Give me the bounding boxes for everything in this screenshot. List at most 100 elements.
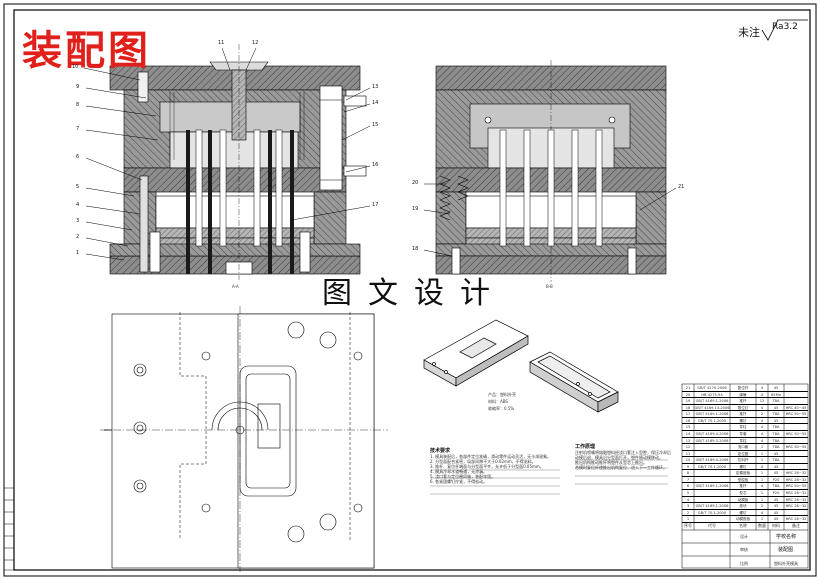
bom-cell: 16 (685, 418, 691, 423)
bom-cell: GB/T 4169.1-2006 (695, 412, 729, 417)
bom-cell: 螺钉 (739, 464, 747, 469)
surface-note: 未注 (738, 26, 760, 39)
bom-cell: T8A (772, 431, 780, 436)
bom-cell: GB/T 4169.1-2006 (695, 399, 729, 404)
bom-header-remark: 备注 (792, 523, 800, 528)
isometric-part-bottom (529, 351, 619, 413)
callout-2: 2 (76, 234, 80, 240)
bom-cell: 4 (760, 392, 764, 397)
bom-cell (784, 392, 808, 398)
bom-cell: 45 (773, 517, 779, 522)
roughness-value: Ra3.2 (772, 22, 798, 32)
callout-17: 17 (372, 202, 379, 208)
designer-label: 设计 (740, 534, 748, 539)
bom-header-name: 名称 (739, 523, 747, 528)
bom-cell (694, 470, 730, 476)
bom-cell: HRC 28~32 (785, 471, 807, 476)
tech-notes: 技术要求 1. 模具装配后，各部件定位准确，滑动零件运动灵活，无卡滞现象。 2.… (430, 448, 564, 484)
leader-lines-left (83, 47, 371, 261)
bom-cell: 4 (760, 484, 764, 489)
bom-cell: 型芯 (739, 491, 747, 495)
bom-cell (784, 457, 808, 463)
bom-cell: 推杆 (739, 484, 747, 489)
bom-cell: 1 (760, 491, 764, 495)
bom-cell (784, 424, 808, 430)
callout-10: 10 (72, 64, 79, 70)
product-name: 产品：塑料外壳 (488, 392, 516, 397)
tech-note-1: 1. 模具装配后，各部件定位准确，滑动零件运动灵活，无卡滞现象。 (430, 454, 552, 459)
bom-cell: 2 (760, 504, 764, 509)
callout-3: 3 (76, 218, 80, 224)
roughness-symbol (761, 19, 808, 41)
bom-cell: 动模板 (737, 497, 749, 502)
bom-cell: P20 (772, 477, 780, 482)
callout-18: 18 (412, 246, 419, 252)
bom-cell: 4 (760, 418, 764, 423)
bom-cell: GB/T 4169.4-2006 (695, 431, 729, 436)
bom-cell: 45 (773, 497, 779, 502)
callout-14: 14 (372, 100, 379, 106)
bom-header-code: 代号 (708, 523, 716, 528)
callout-9: 9 (76, 84, 80, 90)
callout-19: 19 (412, 206, 419, 212)
callout-13: 13 (372, 84, 379, 90)
bom-cell: 21 (685, 386, 691, 390)
bom-cell: 12 (759, 399, 765, 404)
bom-cell (694, 490, 730, 496)
bom-cell: GB/T 4170-2006 (697, 386, 727, 390)
bom-cell: HRC 28~32 (785, 491, 807, 495)
work-line-2: 动模后退，模具沿分型面打开，塑件随动模移动。 (575, 455, 663, 460)
bom-cell: 20 (685, 392, 691, 397)
callout-7: 7 (76, 126, 80, 132)
bom-cell (784, 464, 808, 470)
bom-header-no: 序号 (684, 523, 692, 528)
scale-label: 比例 (740, 561, 748, 566)
bom-cell: 2 (760, 412, 764, 417)
bom-cell: P20 (772, 491, 780, 495)
plan-view (100, 306, 388, 572)
view-label-right: B-B (546, 284, 553, 289)
tech-note-4: 4. 模具冷却水道畅通，无渗漏。 (430, 469, 488, 474)
bom-cell: 14 (685, 431, 691, 436)
inner-border (13, 9, 811, 571)
callout-8: 8 (76, 102, 80, 108)
bom-cell: 19 (685, 399, 691, 404)
bom-cell: T8A (772, 412, 780, 417)
tech-note-6: 6. 各紧固螺钉拧紧，不得松动。 (430, 479, 488, 484)
bom-cell: T8A (772, 484, 780, 489)
bom-cell: 螺钉 (739, 418, 747, 423)
bom-cell: 4 (760, 425, 764, 430)
bom-cell: 1 (760, 517, 764, 522)
bom-cell: 导柱 (739, 438, 747, 443)
callout-1: 1 (76, 250, 80, 256)
bom-cell: 45 (773, 451, 779, 456)
bom-cell: HRC 50~55 (785, 431, 807, 436)
bom-cell: 15 (685, 425, 691, 430)
bom-cell (694, 516, 730, 522)
bom-header-material: 材料 (772, 523, 780, 528)
product-shrink: 收缩率：0.5% (488, 406, 515, 411)
bom-cell: 垫块 (739, 504, 747, 509)
callout-21: 21 (678, 184, 685, 190)
bom-cell: 导套 (739, 431, 747, 436)
callout-6: 6 (76, 154, 80, 160)
bom-cell: 1 (760, 458, 764, 463)
bom-cell: 1 (760, 445, 764, 450)
bom-cell: 7 (686, 477, 690, 482)
bom-cell: 1 (760, 471, 764, 476)
view-label-left: A-A (232, 284, 239, 289)
bom-cell: 拉料杆 (737, 458, 749, 463)
callout-16: 16 (372, 162, 379, 168)
bom-cell: HB 4275-93 (701, 392, 723, 397)
bom-cell: GB/T 70.1-2000 (697, 418, 727, 423)
bom-cell: 浇口套 (737, 445, 749, 450)
bom-cell: GB/T 4169.13-2006 (694, 405, 730, 410)
